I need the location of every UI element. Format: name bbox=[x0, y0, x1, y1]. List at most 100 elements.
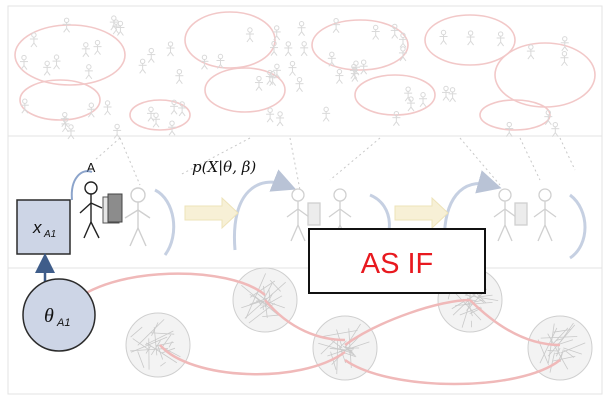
book-icon bbox=[102, 193, 123, 224]
crowd-person-icon bbox=[404, 86, 413, 102]
crowd-person-icon bbox=[178, 101, 187, 117]
crowd-cluster bbox=[204, 67, 286, 113]
crowd-person-icon bbox=[266, 107, 275, 123]
crowd-person-icon bbox=[442, 85, 451, 101]
crowd-network-layer bbox=[14, 11, 596, 140]
crowd-person-icon bbox=[276, 111, 285, 127]
crowd-person-icon bbox=[147, 106, 156, 122]
crowd-person-icon bbox=[138, 58, 147, 74]
crowd-cluster bbox=[129, 99, 191, 131]
network-ball bbox=[527, 315, 593, 381]
crowd-cluster bbox=[19, 79, 101, 121]
crowd-person-icon bbox=[322, 106, 331, 122]
feedback-arc bbox=[70, 170, 93, 201]
crowd-person-icon bbox=[20, 98, 29, 114]
crowd-person-icon bbox=[61, 117, 70, 133]
crowd-person-icon bbox=[43, 60, 52, 76]
crowd-person-icon bbox=[448, 87, 457, 103]
state-subscript: A1 bbox=[43, 229, 56, 240]
crowd-person-icon bbox=[245, 27, 254, 43]
crowd-person-icon bbox=[66, 124, 75, 140]
crowd-cluster bbox=[184, 11, 276, 69]
crowd-cluster bbox=[494, 42, 596, 108]
crowd-person-icon bbox=[406, 96, 415, 112]
crowd-person-icon bbox=[544, 109, 553, 125]
crowd-person-icon bbox=[81, 42, 90, 58]
parameter-subscript: A1 bbox=[56, 317, 70, 329]
faded-agent-icon bbox=[533, 188, 557, 242]
parameter-variable: θ bbox=[44, 305, 54, 327]
crowd-person-icon bbox=[170, 99, 179, 115]
crowd-person-icon bbox=[168, 120, 177, 136]
state-box: x A1 bbox=[16, 199, 71, 255]
transition-arrows bbox=[184, 196, 449, 230]
crowd-person-icon bbox=[216, 53, 225, 69]
crowd-person-icon bbox=[93, 39, 102, 55]
faded-agents bbox=[286, 188, 557, 242]
crowd-person-icon bbox=[419, 92, 428, 108]
crowd-person-icon bbox=[29, 32, 38, 48]
crowd-person-icon bbox=[103, 100, 112, 116]
crowd-person-icon bbox=[272, 25, 281, 41]
crowd-person-icon bbox=[371, 24, 380, 40]
crowd-person-icon bbox=[332, 17, 341, 33]
crowd-person-icon bbox=[152, 112, 161, 128]
transition-arrow-2 bbox=[394, 196, 449, 230]
transition-arrow-1 bbox=[184, 196, 239, 230]
red-connection-arcs bbox=[69, 272, 561, 386]
agent-label: A bbox=[87, 160, 96, 175]
crowd-person-icon bbox=[390, 23, 399, 39]
crowd-person-icon bbox=[496, 31, 505, 47]
agent-shadow-figure bbox=[124, 187, 151, 247]
crowd-person-icon bbox=[62, 17, 71, 33]
crowd-person-icon bbox=[392, 110, 401, 126]
faded-loop-arcs bbox=[154, 169, 587, 260]
crowd-person-icon bbox=[19, 54, 28, 70]
crowd-person-icon bbox=[560, 51, 569, 67]
agent-figure bbox=[79, 181, 103, 239]
diagram-frame bbox=[7, 5, 603, 395]
crowd-person-icon bbox=[270, 40, 279, 56]
crowd-person-icon bbox=[297, 21, 306, 37]
crowd-person-icon bbox=[505, 121, 514, 137]
crowd-person-icon bbox=[166, 41, 175, 57]
crowd-person-icon bbox=[466, 30, 475, 46]
crowd-person-icon bbox=[560, 36, 569, 52]
parameter-node: θ A1 bbox=[22, 278, 96, 352]
state-variable: x bbox=[32, 218, 42, 237]
crowd-person-icon bbox=[359, 59, 368, 75]
as-if-callout: AS IF bbox=[308, 228, 486, 294]
crowd-person-icon bbox=[526, 44, 535, 60]
crowd-person-icon bbox=[398, 46, 407, 62]
crowd-person-icon bbox=[350, 66, 359, 82]
crowd-person-icon bbox=[52, 54, 61, 70]
crowd-cluster bbox=[311, 19, 409, 71]
as-if-label: AS IF bbox=[361, 248, 434, 280]
crowd-person-icon bbox=[175, 69, 184, 85]
crowd-person-icon bbox=[254, 75, 263, 91]
faded-agent-icon bbox=[286, 188, 321, 242]
crowd-person-icon bbox=[399, 32, 408, 48]
crowd-cluster bbox=[479, 99, 551, 131]
crowd-person-icon bbox=[265, 69, 274, 85]
projection-lines bbox=[94, 137, 576, 191]
crowd-person-icon bbox=[84, 64, 93, 80]
crowd-person-icon bbox=[272, 63, 281, 79]
crowd-person-icon bbox=[439, 29, 448, 45]
faded-agent-icon bbox=[493, 188, 528, 242]
crowd-person-icon bbox=[147, 47, 156, 63]
crowd-cluster bbox=[424, 14, 516, 66]
crowd-person-icon bbox=[284, 41, 293, 57]
crowd-person-icon bbox=[87, 102, 96, 118]
crowd-person-icon bbox=[327, 51, 336, 67]
network-ball bbox=[125, 312, 191, 378]
crowd-cluster bbox=[354, 74, 436, 116]
crowd-person-icon bbox=[551, 121, 560, 137]
crowd-person-icon bbox=[300, 41, 309, 57]
crowd-cluster bbox=[14, 24, 126, 86]
crowd-person-icon bbox=[200, 54, 209, 70]
crowd-person-icon bbox=[288, 60, 297, 76]
crowd-person-icon bbox=[116, 20, 125, 36]
